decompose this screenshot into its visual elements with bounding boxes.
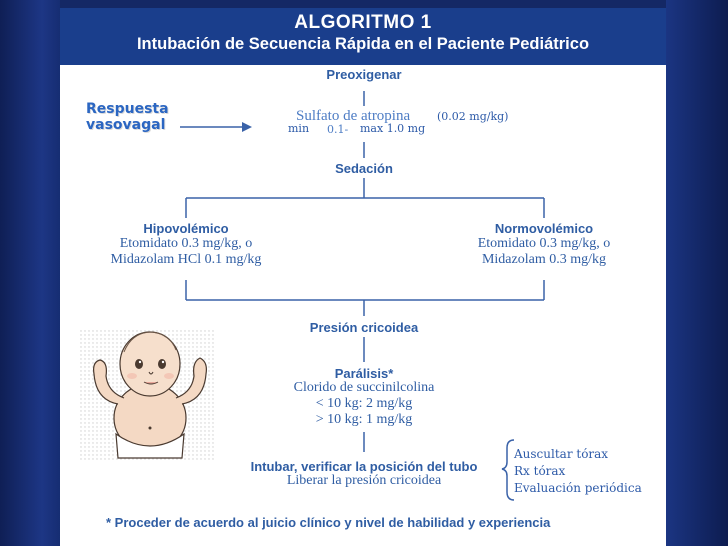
succinilcolina: Clorido de succinilcolina — [293, 380, 435, 395]
normovolemico-title: Normovolémico — [494, 221, 594, 236]
step-preoxigenar: Preoxigenar — [326, 67, 402, 82]
atropina-dose: (0.02 mg/kg) — [437, 110, 509, 123]
atropina-max: max 1.0 mg — [360, 122, 426, 135]
vasovagal-note: Respuesta vasovagal — [86, 101, 169, 133]
checks-brace — [501, 439, 515, 501]
baby-illustration — [80, 330, 214, 462]
arrow-vasovagal-head — [242, 122, 252, 132]
step-presion-cricoidea: Presión cricoidea — [309, 320, 419, 335]
algorithm-panel: ALGORITMO 1 Intubación de Secuencia Rápi… — [60, 8, 666, 546]
step-paralisis: Parálisis* — [334, 366, 394, 381]
hipovolemico-line1: Etomidato 0.3 mg/kg, o — [119, 236, 253, 251]
algorithm-subtitle: Intubación de Secuencia Rápida en el Pac… — [136, 35, 590, 53]
normovolemico-line2: Midazolam 0.3 mg/kg — [481, 252, 607, 267]
header-bar: ALGORITMO 1 Intubación de Secuencia Rápi… — [60, 8, 666, 65]
footnote: * Proceder de acuerdo al juicio clínico … — [106, 515, 551, 530]
normovolemico-line1: Etomidato 0.3 mg/kg, o — [477, 236, 611, 251]
check-item: Rx tórax — [514, 464, 566, 478]
step-liberar-presion: Liberar la presión cricoidea — [286, 473, 442, 488]
check-item: Evaluación periódica — [514, 481, 642, 495]
step-intubar: Intubar, verificar la posición del tubo — [250, 459, 478, 474]
algorithm-title: ALGORITMO 1 — [294, 12, 432, 33]
vasovagal-line2: vasovagal — [86, 117, 166, 133]
checks-list: Auscultar tórax Rx tórax Evaluación peri… — [514, 446, 642, 497]
dose-over-10kg: > 10 kg: 1 mg/kg — [315, 412, 413, 427]
right-frame — [666, 0, 728, 546]
dose-under-10kg: < 10 kg: 2 mg/kg — [315, 396, 413, 411]
left-frame — [0, 0, 60, 546]
vasovagal-line1: Respuesta — [86, 101, 169, 117]
check-item: Auscultar tórax — [514, 447, 609, 461]
step-atropina: Sulfato de atropina — [296, 108, 411, 124]
hipovolemico-title: Hipovolémico — [143, 221, 229, 236]
top-frame — [0, 0, 728, 8]
hipovolemico-line2: Midazolam HCl 0.1 mg/kg — [110, 252, 262, 267]
step-sedacion: Sedación — [335, 161, 393, 176]
atropina-min-label: min — [288, 122, 310, 135]
atropina-min-value: 0.1- — [327, 123, 349, 136]
